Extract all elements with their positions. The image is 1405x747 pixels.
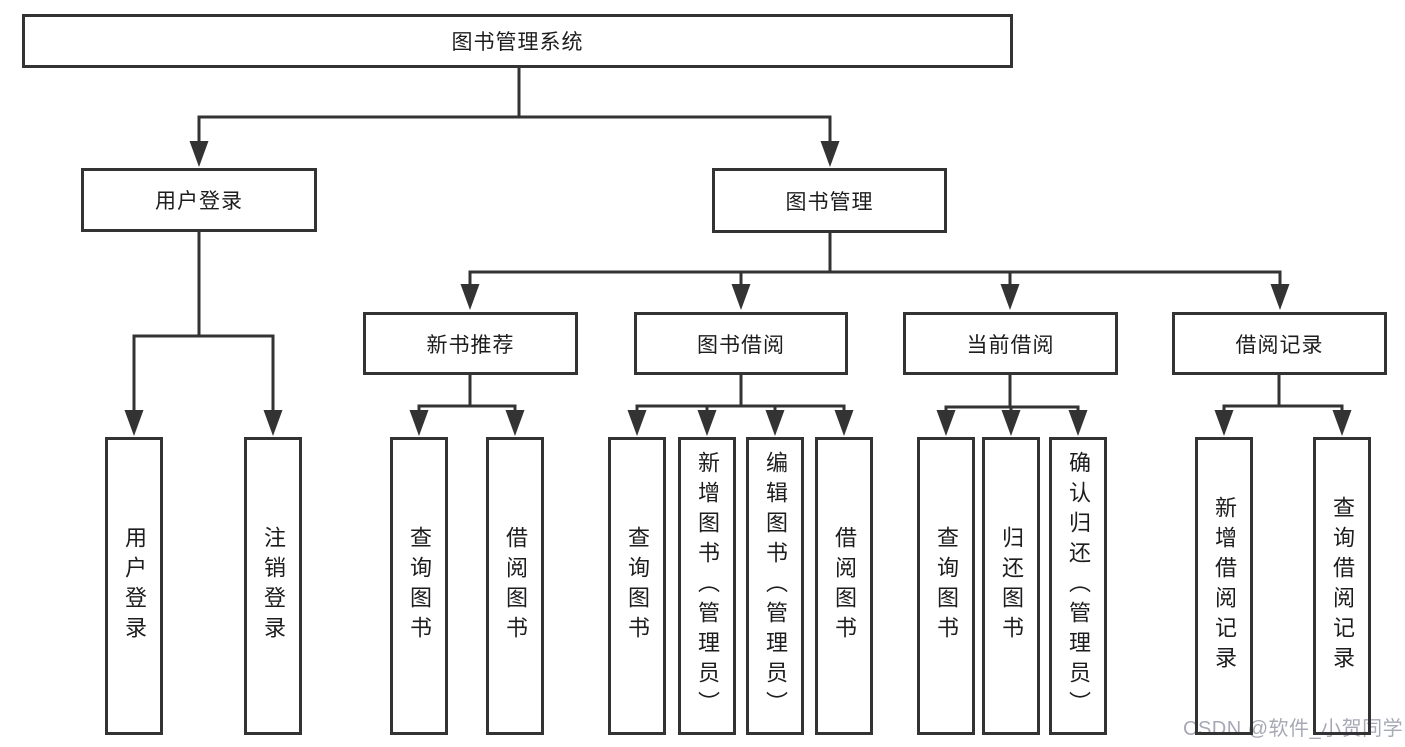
leaf-edit-books-admin-label: 编辑图书（管理员） [763,451,788,721]
leaf-logout: 注销登录 [244,437,302,735]
node-borrowing-records: 借阅记录 [1172,312,1387,375]
leaf-add-books-admin-label: 新增图书（管理员） [695,451,720,721]
leaf-user-login-label: 用户登录 [122,526,147,646]
node-root-system-label: 图书管理系统 [451,31,584,54]
node-current-borrowing: 当前借阅 [903,312,1118,375]
leaf-query-books-2: 查询图书 [608,437,666,735]
leaf-query-borrow-record: 查询借阅记录 [1313,437,1371,735]
node-user-login-module: 用户登录 [81,168,317,232]
node-new-book-recommend-label: 新书推荐 [426,333,515,357]
leaf-borrow-books-1-label: 借阅图书 [503,526,528,646]
node-book-borrowing: 图书借阅 [634,312,848,375]
leaf-query-books-1: 查询图书 [390,437,448,735]
leaf-user-login: 用户登录 [105,437,163,735]
leaf-return-books-label: 归还图书 [999,526,1024,646]
leaf-add-borrow-record-label: 新增借阅记录 [1212,496,1237,676]
leaf-add-borrow-record: 新增借阅记录 [1195,437,1253,735]
leaf-query-books-3: 查询图书 [917,437,975,735]
leaf-query-books-3-label: 查询图书 [934,526,959,646]
leaf-query-borrow-record-label: 查询借阅记录 [1330,496,1355,676]
leaf-borrow-books-1: 借阅图书 [486,437,544,735]
node-current-borrowing-label: 当前借阅 [966,333,1055,357]
leaf-query-books-2-label: 查询图书 [625,526,650,646]
leaf-add-books-admin: 新增图书（管理员） [678,437,736,735]
leaf-edit-books-admin: 编辑图书（管理员） [746,437,804,735]
node-new-book-recommend: 新书推荐 [363,312,578,375]
arrow-heads [124,141,1352,436]
node-book-management-module-label: 图书管理 [785,190,874,214]
leaf-query-books-1-label: 查询图书 [407,526,432,646]
leaf-borrow-books-2-label: 借阅图书 [832,526,857,646]
leaf-logout-label: 注销登录 [261,526,286,646]
leaf-return-books: 归还图书 [982,437,1040,735]
watermark: CSDN @软件_小贺同学 [1183,718,1404,740]
leaf-borrow-books-2: 借阅图书 [815,437,873,735]
node-book-management-module: 图书管理 [712,168,947,233]
leaf-confirm-return-admin-label: 确认归还（管理员） [1066,451,1091,721]
node-borrowing-records-label: 借阅记录 [1235,333,1324,357]
node-root-system: 图书管理系统 [22,14,1013,68]
node-user-login-module-label: 用户登录 [155,190,243,213]
node-book-borrowing-label: 图书借阅 [697,333,785,357]
leaf-confirm-return-admin: 确认归还（管理员） [1049,437,1107,735]
